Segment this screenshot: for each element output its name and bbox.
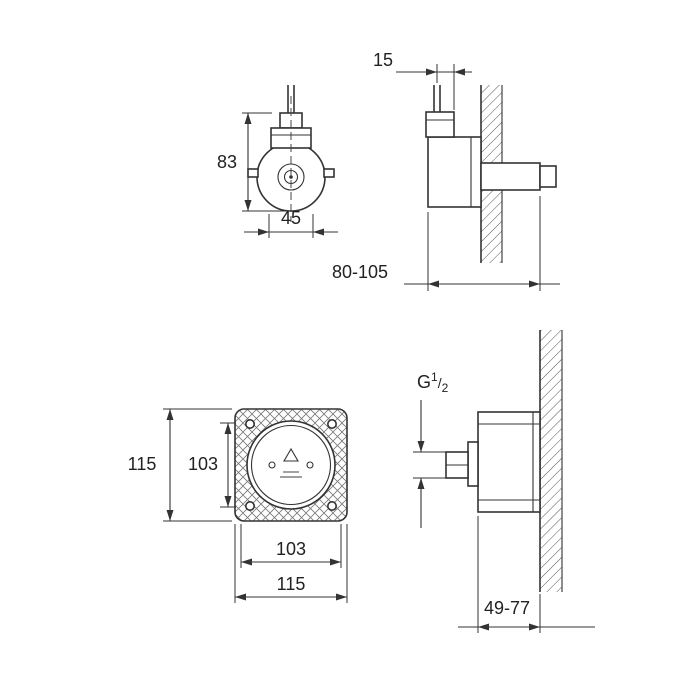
arrow-right-icon xyxy=(529,280,540,288)
mounting-plate-view xyxy=(234,408,348,522)
outlet-spout xyxy=(480,162,541,191)
dim-label-plate-inner-height: 103 xyxy=(188,454,218,474)
thread-slash: / xyxy=(438,375,442,391)
plate-detail-hole-right xyxy=(306,461,314,469)
outlet-spout-end xyxy=(539,165,557,188)
dimension-plate-inner-height: 103 xyxy=(188,422,236,508)
dimension-plate-outer-height: 115 xyxy=(128,408,232,522)
dimension-pipe-offset: 15 xyxy=(373,50,472,110)
arrow-right-icon xyxy=(258,228,269,236)
dim-label-plate-inner-width: 103 xyxy=(276,539,306,559)
arrow-left-icon xyxy=(478,623,489,631)
plate-detail-hole-left xyxy=(268,461,276,469)
dimension-front-height: 83 xyxy=(217,112,287,212)
dimension-outlet-depth: 49-77 xyxy=(458,516,595,633)
dim-label-outlet-depth: 49-77 xyxy=(484,598,530,618)
dim-label-front-height: 83 xyxy=(217,152,237,172)
plate-inner-ring xyxy=(250,424,332,506)
arrow-down-icon xyxy=(224,496,232,507)
rough-in-body xyxy=(477,411,541,513)
arrow-down-icon xyxy=(166,510,174,521)
right-mounting-tab xyxy=(323,168,335,178)
arrow-up-icon xyxy=(224,423,232,434)
dim-label-plate-outer-width: 115 xyxy=(277,574,306,594)
arrow-right-icon xyxy=(426,68,437,76)
dimension-front-width: 45 xyxy=(244,208,338,238)
arrow-left-icon xyxy=(313,228,324,236)
thread-numerator: 1 xyxy=(431,370,438,384)
valve-side-view xyxy=(425,85,557,263)
screw-hole-bottom-left xyxy=(245,500,256,511)
screw-hole-top-right xyxy=(326,418,337,429)
connection-flange xyxy=(467,441,479,487)
rough-in-side-view xyxy=(445,330,563,592)
left-mounting-tab xyxy=(247,168,259,178)
dimension-plate-outer-width: 115 xyxy=(234,524,348,603)
warning-triangle-icon xyxy=(283,447,299,462)
wall-hatch-section xyxy=(540,330,562,592)
arrow-left-icon xyxy=(454,68,465,76)
dim-label-plate-outer-height: 115 xyxy=(128,454,157,474)
thread-denominator: 2 xyxy=(442,381,449,395)
arrow-right-icon xyxy=(529,623,540,631)
valve-front-view xyxy=(247,85,335,222)
dim-label-front-width: 45 xyxy=(281,208,301,228)
arrow-up-icon xyxy=(166,409,174,420)
arrow-up-icon xyxy=(417,478,425,489)
dimension-plate-inner-width: 103 xyxy=(240,524,342,568)
arrow-right-icon xyxy=(330,558,341,566)
arrow-left-icon xyxy=(241,558,252,566)
connector-side-block xyxy=(425,111,455,138)
dimension-thread-size: G1/2 xyxy=(413,370,449,528)
screw-hole-bottom-right xyxy=(326,500,337,511)
dim-label-pipe-offset: 15 xyxy=(373,50,393,70)
arrow-left-icon xyxy=(235,593,246,601)
dim-label-install-depth: 80-105 xyxy=(332,262,388,282)
dimension-install-depth: 80-105 xyxy=(332,196,560,291)
plate-center-opening xyxy=(246,420,336,510)
thread-prefix: G xyxy=(417,372,431,392)
arrow-up-icon xyxy=(244,113,252,124)
screw-hole-top-left xyxy=(245,418,256,429)
arrow-down-icon xyxy=(244,200,252,211)
arrow-down-icon xyxy=(417,441,425,452)
valve-body-side xyxy=(427,136,482,208)
valve-center-point xyxy=(289,175,293,179)
thread-size-label: G1/2 xyxy=(417,370,449,395)
arrow-right-icon xyxy=(336,593,347,601)
arrow-left-icon xyxy=(428,280,439,288)
